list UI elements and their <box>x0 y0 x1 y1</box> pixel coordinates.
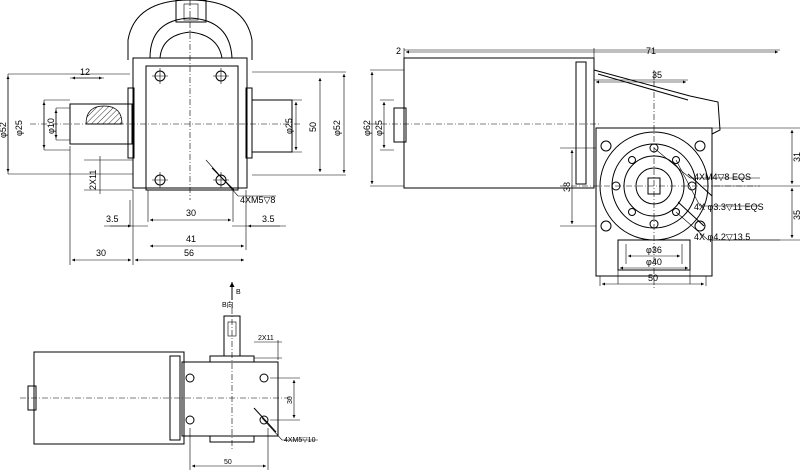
dim-b-d25: φ25 <box>374 120 384 136</box>
callout-c-thread: 4XM5▽10 <box>284 437 316 444</box>
dim-a-30-bottom: 30 <box>96 248 106 258</box>
callout-b-3: 4X φ4.2▽13.5 <box>694 232 750 242</box>
dim-a-d12: 12 <box>80 67 90 77</box>
dim-a-d25-right: φ25 <box>284 118 294 134</box>
view-c-labels: B B向 2X11 30 50 4XM5▽10 <box>222 289 316 466</box>
dim-a-2x11: 2X11 <box>88 170 98 190</box>
dim-b-35-right: 35 <box>792 210 802 220</box>
view-b-labels: 2 71 35 φ62 φ25 38 31 35 φ36 φ40 50 4XM4… <box>362 46 802 283</box>
dim-a-d25-left: φ25 <box>14 120 24 136</box>
dim-b-71: 71 <box>646 46 656 56</box>
callout-b-1: 4XM4▽8 EQS <box>694 172 751 182</box>
view-a-labels: φ52 φ25 φ10 12 2X11 3.5 30 3.5 41 30 56 … <box>0 67 342 258</box>
dim-b-35-top: 35 <box>652 70 662 80</box>
dim-a-d10: φ10 <box>46 118 56 134</box>
dim-c-50: 50 <box>224 459 232 466</box>
dim-a-30-mid: 30 <box>186 208 196 218</box>
dim-b-d36: φ36 <box>646 245 662 255</box>
dim-a-3-5-right: 3.5 <box>262 214 275 224</box>
view-b-side <box>370 48 800 290</box>
dim-c-2x11: 2X11 <box>258 335 274 342</box>
dim-b-2: 2 <box>396 46 401 56</box>
dim-b-50: 50 <box>648 273 658 283</box>
callout-b-2: 4X φ3.3▽11 EQS <box>694 202 764 212</box>
callout-a-thread: 4XM5▽8 <box>240 195 275 205</box>
dim-a-d52-left: φ52 <box>0 122 8 138</box>
view-c-arrow-label: B <box>236 289 241 296</box>
dim-c-30: 30 <box>287 396 294 404</box>
dim-b-38: 38 <box>562 182 572 192</box>
dim-b-d40: φ40 <box>646 257 662 267</box>
view-c-direction-label: B向 <box>222 300 234 309</box>
dim-a-d52-right: φ52 <box>332 120 342 136</box>
dim-a-56: 56 <box>184 248 194 258</box>
dim-b-31: 31 <box>792 152 802 162</box>
dim-b-d62: φ62 <box>362 120 372 136</box>
dim-a-41: 41 <box>186 234 196 244</box>
dim-a-3-5-left: 3.5 <box>106 214 119 224</box>
view-c-b-direction <box>20 282 318 470</box>
view-a-front <box>6 0 346 265</box>
dim-a-50: 50 <box>308 122 318 132</box>
